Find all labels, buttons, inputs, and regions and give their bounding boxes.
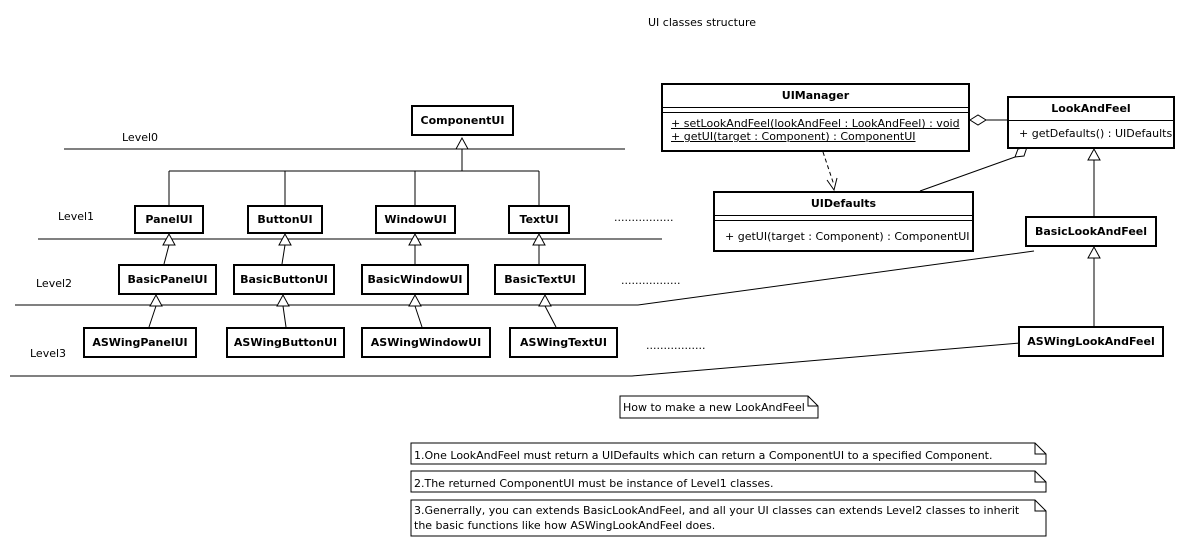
ui-manager-attr-compartment	[663, 108, 968, 113]
class-component-ui[interactable]: ComponentUI	[411, 105, 514, 136]
class-basic-text-ui[interactable]: BasicTextUI	[494, 264, 586, 295]
class-aswing-window-ui[interactable]: ASWingWindowUI	[361, 327, 491, 358]
ellipsis-level3: .................	[646, 339, 706, 352]
class-basic-panel-ui[interactable]: BasicPanelUI	[118, 264, 217, 295]
class-basic-window-ui[interactable]: BasicWindowUI	[361, 264, 469, 295]
diagram-title: UI classes structure	[648, 16, 757, 29]
class-basic-button-ui[interactable]: BasicButtonUI	[233, 264, 335, 295]
inherit-arrow-componentui	[455, 136, 469, 150]
class-aswing-button-ui[interactable]: ASWingButtonUI	[226, 327, 345, 358]
note-shape-1	[410, 442, 1047, 465]
ellipsis-level1: .................	[614, 211, 674, 224]
class-panel-ui[interactable]: PanelUI	[134, 205, 204, 234]
level-label-2: Level2	[36, 277, 73, 290]
ui-manager-op-set-look-and-feel: + setLookAndFeel(lookAndFeel : LookAndFe…	[671, 117, 960, 130]
level-label-0: Level0	[122, 131, 159, 144]
note-item-3-line1: 3.Generrally, you can extends BasicLookA…	[414, 504, 1020, 517]
class-ui-defaults[interactable]: UIDefaults + getUI(target : Component) :…	[713, 191, 974, 252]
class-basic-look-and-feel[interactable]: BasicLookAndFeel	[1025, 216, 1157, 247]
class-aswing-look-and-feel[interactable]: ASWingLookAndFeel	[1018, 326, 1164, 357]
class-window-ui[interactable]: WindowUI	[375, 205, 456, 234]
note-item-1: 1.One LookAndFeel must return a UIDefaul…	[414, 449, 993, 462]
ellipsis-level2: .................	[621, 274, 681, 287]
level3-separator	[10, 342, 1021, 377]
ui-defaults-op-get-ui: + getUI(target : Component) : ComponentU…	[725, 230, 970, 243]
look-and-feel-op-get-defaults: + getDefaults() : UIDefaults	[1019, 127, 1173, 140]
look-and-feel-name: LookAndFeel	[1009, 98, 1173, 121]
aggregation-lookandfeel-uidefaults	[919, 156, 1016, 192]
inherit-arrow-lookandfeel	[1087, 147, 1101, 161]
note-shape-3	[410, 499, 1047, 537]
note-shape-heading	[619, 395, 819, 419]
inherit-arrow-basiclookandfeel	[1087, 245, 1101, 259]
class-aswing-text-ui[interactable]: ASWingTextUI	[509, 327, 618, 358]
note-item-3-line2: the basic functions like how ASWingLookA…	[414, 519, 716, 532]
level2-separator	[15, 250, 1035, 306]
note-shape-2	[410, 470, 1047, 493]
ui-manager-op-get-ui: + getUI(target : Component) : ComponentU…	[671, 130, 916, 143]
level-label-3: Level3	[30, 347, 67, 360]
dependency-uimanager-uidefaults	[822, 151, 835, 186]
class-text-ui[interactable]: TextUI	[508, 205, 570, 234]
ui-manager-name: UIManager	[663, 85, 968, 108]
ui-defaults-name: UIDefaults	[715, 193, 972, 216]
class-look-and-feel[interactable]: LookAndFeel + getDefaults() : UIDefaults	[1007, 96, 1175, 149]
note-heading: How to make a new LookAndFeel	[623, 401, 805, 414]
ui-defaults-attr-compartment	[715, 216, 972, 221]
class-button-ui[interactable]: ButtonUI	[247, 205, 323, 234]
note-item-2: 2.The returned ComponentUI must be insta…	[414, 477, 774, 490]
class-ui-manager[interactable]: UIManager + setLookAndFeel(lookAndFeel :…	[661, 83, 970, 152]
class-aswing-panel-ui[interactable]: ASWingPanelUI	[83, 327, 197, 358]
level-label-1: Level1	[58, 210, 95, 223]
